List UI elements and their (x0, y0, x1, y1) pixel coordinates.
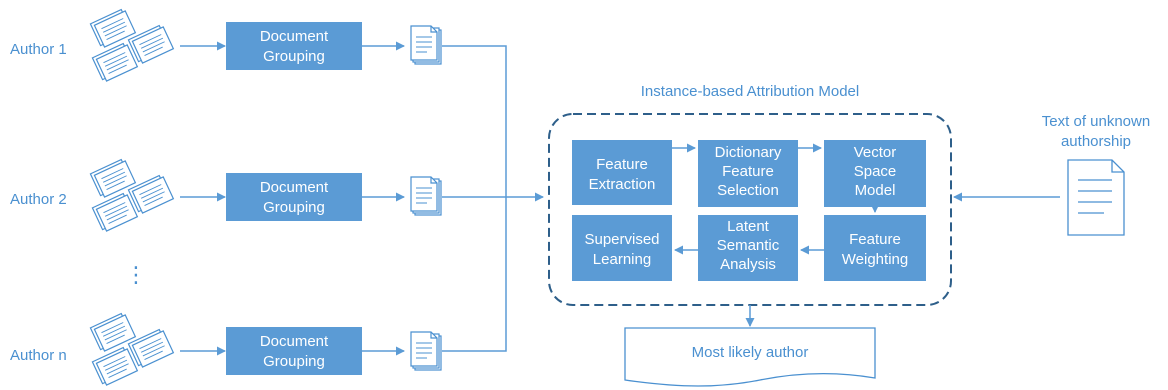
document-grouping-label-line2: Grouping (263, 48, 325, 65)
document-stack-icon (89, 157, 174, 233)
feature-weighting-box: Feature Weighting (824, 215, 926, 281)
document-icon (410, 176, 442, 216)
output-document-shape: Most likely author (624, 327, 876, 387)
author-n-label: Author n (10, 347, 67, 364)
output-label: Most likely author (692, 344, 809, 361)
ellipsis: ⋮ (125, 262, 147, 287)
step-label-line: Dictionary (715, 144, 782, 161)
step-label-line: Semantic (717, 237, 780, 254)
document-grouping-box-1: Document Grouping (226, 22, 362, 70)
document-grouping-label-line2: Grouping (263, 353, 325, 370)
document-grouping-label-line1: Document (260, 333, 329, 350)
step-label-line: Vector (854, 144, 897, 161)
step-label-line: Feature (722, 163, 774, 180)
unknown-document-icon (1067, 159, 1125, 236)
step-label-line: Feature (849, 231, 901, 248)
document-icon (410, 25, 442, 65)
step-label-line: Extraction (589, 176, 656, 193)
document-grouping-box-2: Document Grouping (226, 173, 362, 221)
unknown-text-label-line2: authorship (1061, 133, 1131, 150)
document-grouping-label-line2: Grouping (263, 199, 325, 216)
document-grouping-box-n: Document Grouping (226, 327, 362, 375)
author-1-label: Author 1 (10, 41, 67, 58)
unknown-text-label-line1: Text of unknown (1042, 113, 1150, 130)
step-label-line: Weighting (842, 251, 908, 268)
document-grouping-label-line1: Document (260, 28, 329, 45)
model-title: Instance-based Attribution Model (641, 83, 859, 100)
step-label-line: Model (855, 182, 896, 199)
supervised-learning-box: Supervised Learning (572, 215, 672, 281)
document-stack-icon (89, 7, 174, 83)
step-label-line: Selection (717, 182, 779, 199)
dictionary-feature-selection-box: Dictionary Feature Selection (698, 140, 798, 207)
document-grouping-label-line1: Document (260, 179, 329, 196)
step-label-line: Feature (596, 156, 648, 173)
latent-semantic-analysis-box: Latent Semantic Analysis (698, 215, 798, 281)
step-label-line: Analysis (720, 256, 776, 273)
document-icon (410, 331, 442, 371)
step-label-line: Space (854, 163, 897, 180)
vector-space-model-box: Vector Space Model (824, 140, 926, 207)
step-label-line: Supervised (584, 231, 659, 248)
feature-extraction-box: Feature Extraction (572, 140, 672, 205)
step-label-line: Learning (593, 251, 651, 268)
document-stack-icon (89, 311, 174, 387)
merge-connector (442, 45, 544, 352)
author-2-label: Author 2 (10, 191, 67, 208)
step-label-line: Latent (727, 218, 770, 235)
